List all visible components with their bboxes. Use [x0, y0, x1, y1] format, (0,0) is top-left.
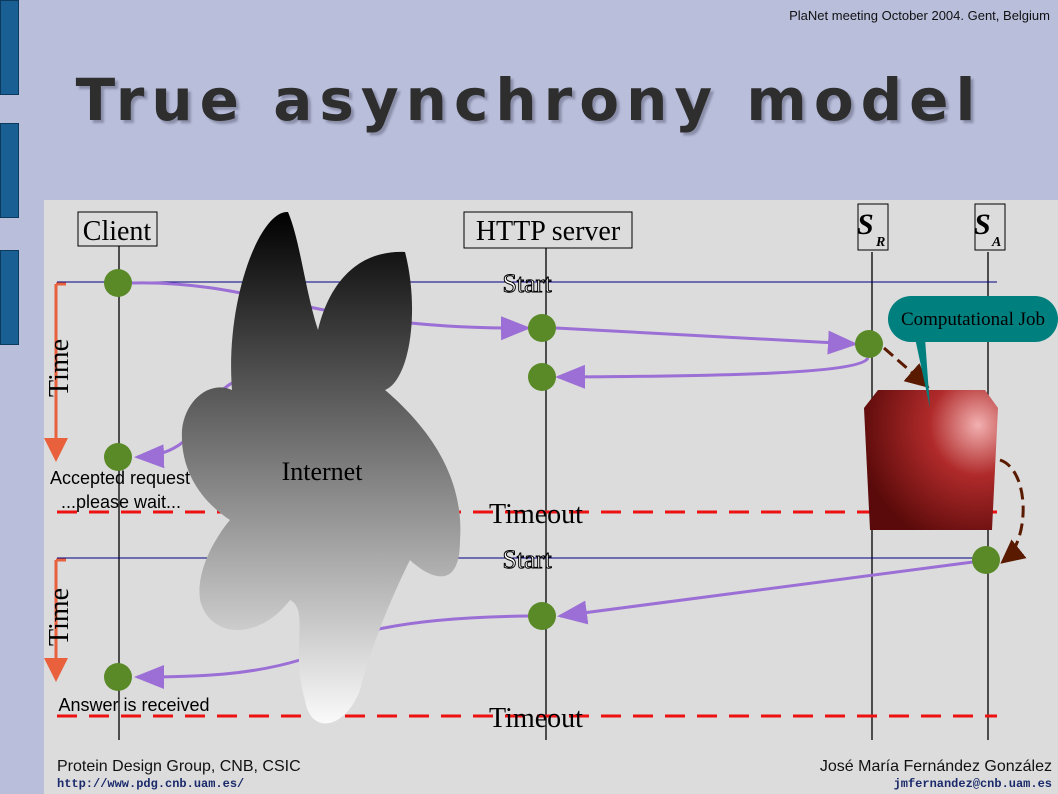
footer-url[interactable]: http://www.pdg.cnb.uam.es/ — [57, 777, 245, 791]
actor-client: Client — [83, 216, 152, 247]
footer-group: Protein Design Group, CNB, CSIC — [57, 758, 301, 775]
start-label-2: Start — [502, 545, 552, 574]
timeout-label-1: Timeout — [489, 499, 583, 530]
actor-sa: S — [974, 208, 991, 241]
internet-label: Internet — [282, 457, 364, 486]
actor-http-server: HTTP server — [476, 216, 621, 247]
please-wait-label: ...please wait... — [61, 492, 181, 512]
start-label-1: Start — [502, 269, 552, 298]
side-tab-3 — [0, 250, 19, 345]
time-label-2: Time — [44, 588, 75, 646]
slide-title: True asynchrony model — [75, 66, 983, 134]
accepted-request-label: Accepted request — [50, 468, 190, 488]
svg-text:R: R — [875, 235, 885, 250]
computational-job-callout: Computational Job — [888, 296, 1058, 408]
side-tab-1 — [0, 0, 19, 95]
side-tab-2 — [0, 123, 19, 218]
actor-sr: S — [857, 208, 874, 241]
meeting-caption: PlaNet meeting October 2004. Gent, Belgi… — [789, 8, 1050, 23]
event-nodes — [104, 269, 1000, 691]
footer-email[interactable]: jmfernandez@cnb.uam.es — [893, 777, 1052, 791]
svg-text:A: A — [991, 235, 1001, 250]
answer-received-label: Answer is received — [58, 695, 209, 715]
svg-text:Computational Job: Computational Job — [901, 309, 1045, 330]
internet-cloud — [181, 211, 461, 724]
computation-cube — [864, 390, 998, 530]
footer-author: José María Fernández González — [819, 758, 1052, 775]
timeout-label-2: Timeout — [489, 703, 583, 734]
time-label-1: Time — [44, 339, 75, 397]
